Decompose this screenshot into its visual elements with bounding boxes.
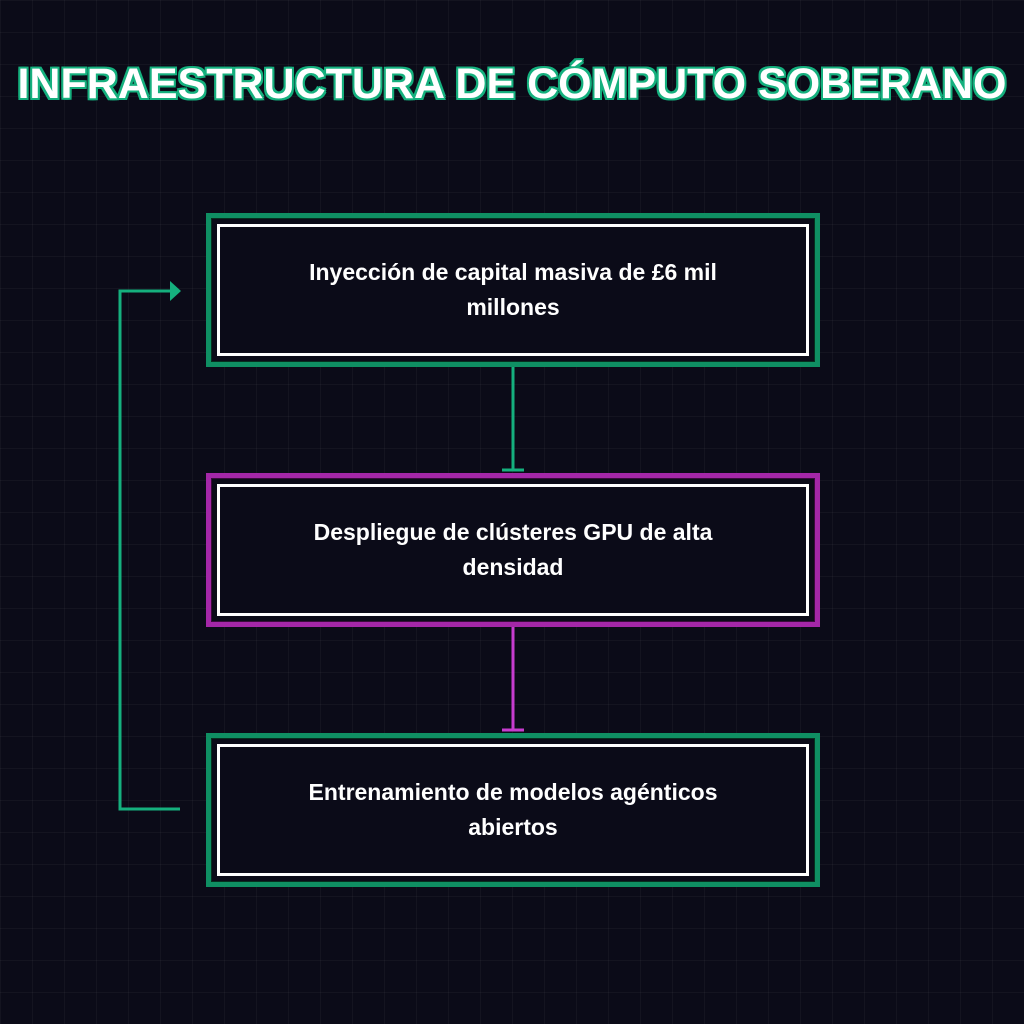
edge-capital-to-gpu	[502, 362, 524, 472]
edge-feedback-loop	[118, 281, 181, 811]
node-gpu-clusters-frame	[217, 484, 809, 616]
node-model-training: Entrenamiento de modelos agénticos abier…	[206, 733, 820, 887]
feedback-arrowhead-icon	[170, 281, 181, 301]
node-model-training-frame	[217, 744, 809, 876]
diagram-title: INFRAESTRUCTURA DE CÓMPUTO SOBERANO	[17, 60, 1007, 108]
node-model-training-label: Entrenamiento de modelos agénticos abier…	[308, 779, 718, 840]
node-gpu-clusters: Despliegue de clústeres GPU de alta dens…	[206, 473, 820, 627]
node-capital-injection-label: Inyección de capital masiva de £6 mil mi…	[309, 259, 717, 320]
node-capital-injection: Inyección de capital masiva de £6 mil mi…	[206, 213, 820, 367]
edge-gpu-to-training	[502, 622, 524, 732]
node-gpu-clusters-label: Despliegue de clústeres GPU de alta dens…	[313, 519, 713, 580]
node-capital-injection-frame	[217, 224, 809, 356]
